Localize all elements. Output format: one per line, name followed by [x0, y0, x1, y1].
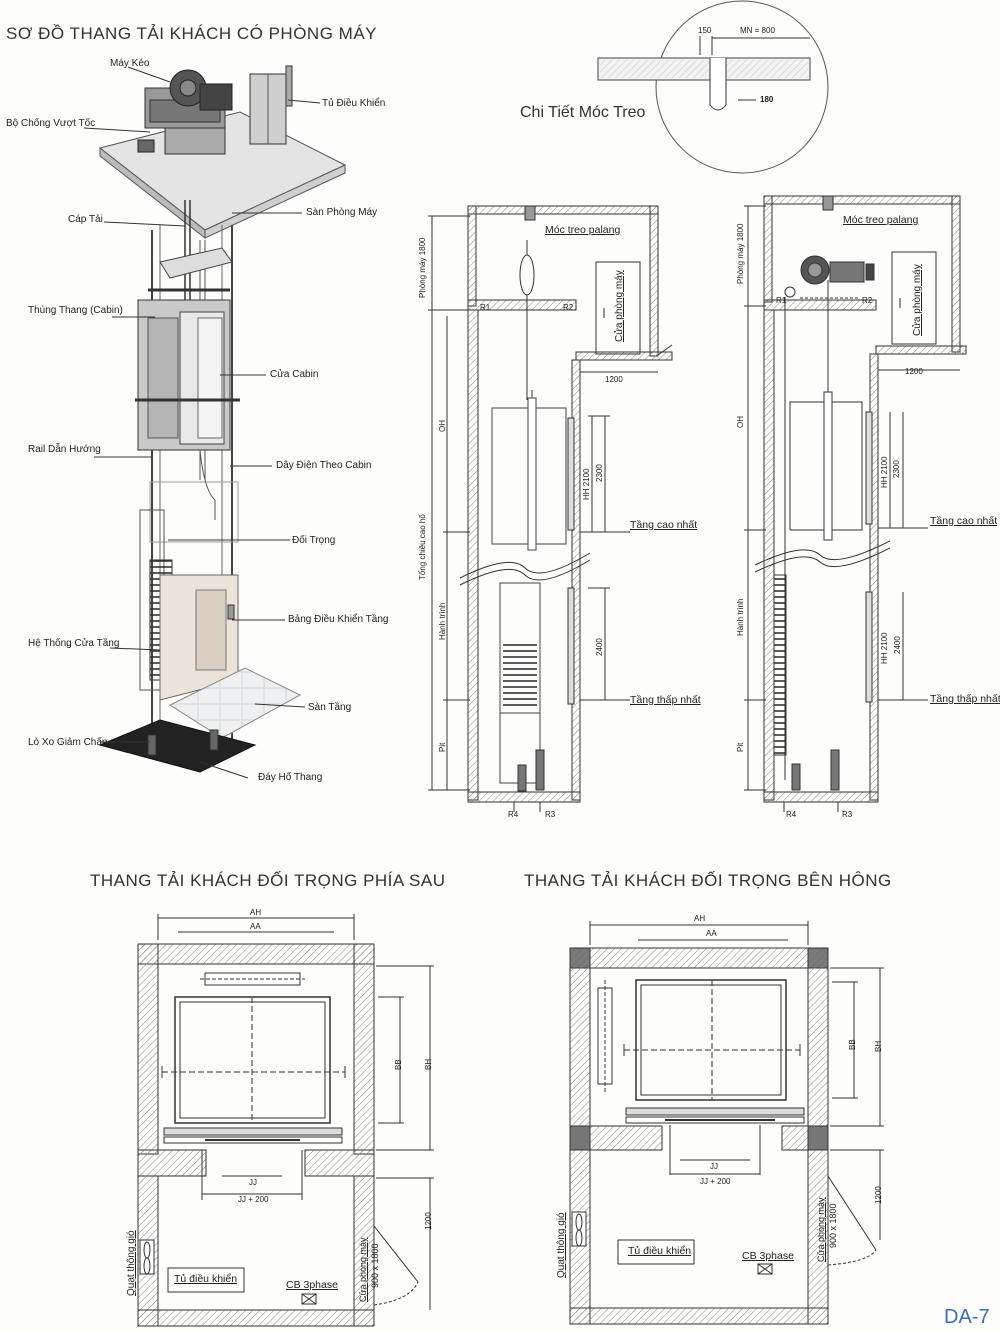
p1-quat: Quạt thông gió	[126, 1230, 137, 1296]
p1-jj200: JJ + 200	[238, 1195, 269, 1204]
hook-dim-150: 150	[698, 26, 712, 35]
p1-tu-dieu-khien: Tủ điều khiển	[174, 1273, 238, 1285]
label-rail-dan-huong: Rail Dẫn Hướng	[28, 444, 101, 455]
section-rear-counterweight	[428, 205, 673, 812]
p2-cua-pm: Cửa phòng máy	[816, 1197, 826, 1262]
hook-dim-mn: MN = 800	[740, 26, 775, 35]
p2-cua-pm-size: 900 x 1800	[828, 1203, 838, 1248]
section-side-counterweight	[744, 195, 967, 812]
label-he-thong-cua-tang: Hệ Thống Cửa Tầng	[28, 638, 120, 649]
s1-oh: OH	[438, 420, 447, 432]
s1-tang-thap-nhat: Tầng thấp nhất	[630, 694, 701, 706]
p1-1200: 1200	[424, 1212, 433, 1230]
p2-ah: AH	[694, 914, 706, 923]
hook-detail-drawing	[597, 0, 829, 174]
p2-jj200: JJ + 200	[700, 1177, 731, 1186]
s1-pit: Pit	[438, 742, 447, 752]
p1-bb: BB	[394, 1059, 403, 1070]
plan-side-counterweight	[569, 921, 884, 1325]
label-day-ho: Đáy Hố Thang	[258, 772, 323, 783]
s2-r2: R2	[862, 296, 873, 305]
s2-d2400: 2400	[893, 636, 902, 654]
s2-r4: R4	[786, 810, 797, 819]
plan-rear-title: THANG TẢI KHÁCH ĐỐI TRỌNG PHÍA SAU	[90, 871, 446, 890]
s2-phong-may: Phòng máy 1800	[736, 223, 745, 285]
s2-oh: OH	[736, 416, 745, 428]
s2-r3: R3	[842, 810, 853, 819]
s2-hh2100-top: HH 2100	[880, 456, 889, 488]
p2-cb: CB 3phase	[742, 1250, 794, 1262]
main-title: SƠ ĐỒ THANG TẢI KHÁCH CÓ PHÒNG MÁY	[6, 24, 377, 43]
s2-cua-phong-may: Cửa phòng máy	[912, 264, 923, 336]
p2-1200: 1200	[874, 1186, 883, 1204]
p1-jj: JJ	[249, 1178, 257, 1187]
p2-bb: BB	[848, 1039, 857, 1050]
label-thung-thang: Thùng Thang (Cabin)	[28, 305, 123, 316]
s2-hanh-trinh: Hành trình	[736, 598, 745, 636]
s1-r4: R4	[508, 810, 519, 819]
iso-leader-lines	[83, 66, 321, 779]
label-cap-tai: Cáp Tải	[68, 214, 103, 225]
label-lo-xo: Lò Xo Giảm Chấn	[28, 737, 108, 748]
p1-ah: AH	[250, 908, 262, 917]
p1-aa: AA	[250, 922, 261, 931]
hook-dim-180: 180	[760, 95, 774, 104]
plan-rear-counterweight	[137, 914, 434, 1327]
page-code-badge: DA-7	[944, 1306, 990, 1328]
p1-cua-pm: Cửa phòng máy	[358, 1237, 368, 1302]
s1-hanh-trinh: Hành trình	[438, 602, 447, 640]
p2-tu-dieu-khien: Tủ điều khiển	[628, 1245, 692, 1257]
p1-cb: CB 3phase	[286, 1279, 338, 1291]
s1-r3: R3	[545, 810, 556, 819]
s2-r1: R1	[776, 296, 787, 305]
s1-d2300: 2300	[595, 464, 604, 482]
p1-bh: BH	[424, 1058, 433, 1070]
s1-d1200: 1200	[605, 375, 623, 384]
s1-r2: R2	[563, 303, 574, 312]
s2-hh2100-bottom: HH 2100	[880, 632, 889, 664]
label-may-keo: Máy Kéo	[110, 58, 150, 69]
label-tu-dieu-khien: Tủ Điều Khiển	[322, 98, 386, 109]
p1-cua-pm-size: 900 x 1800	[370, 1243, 380, 1288]
p2-bh: BH	[874, 1040, 883, 1052]
label-san-phong-may: Sàn Phòng Máy	[306, 207, 378, 218]
p2-jj: JJ	[710, 1162, 718, 1171]
s2-d2300: 2300	[892, 460, 901, 478]
s2-moc-treo: Móc treo palang	[843, 214, 919, 226]
s2-tang-thap-nhat: Tầng thấp nhất	[930, 693, 1000, 705]
s1-moc-treo: Móc treo palang	[545, 224, 621, 236]
label-day-dien: Dây Điện Theo Cabin	[276, 460, 372, 471]
plan-side-title: THANG TẢI KHÁCH ĐỐI TRỌNG BÊN HÔNG	[524, 871, 892, 890]
s1-phong-may: Phòng máy 1800	[418, 237, 427, 299]
iso-elevator-illustration	[98, 65, 347, 773]
label-san-tang: Sàn Tầng	[308, 702, 352, 713]
label-bo-chong-vuot-toc: Bộ Chống Vượt Tốc	[6, 118, 96, 129]
s2-tang-cao-nhat: Tầng cao nhất	[930, 515, 998, 527]
s1-r1: R1	[480, 303, 491, 312]
label-bang-dieu-khien: Bảng Điều Khiển Tầng	[288, 614, 389, 625]
s2-d1200: 1200	[905, 367, 923, 376]
label-doi-trong: Đối Trọng	[292, 535, 336, 546]
label-cua-cabin: Cửa Cabin	[270, 369, 319, 380]
s1-tong-chieu-cao: Tổng chiều cao hố	[418, 514, 427, 580]
p2-quat: Quạt thông gió	[556, 1212, 567, 1278]
s1-tang-cao-nhat: Tầng cao nhất	[630, 519, 698, 531]
s1-hh2100: HH 2100	[582, 468, 591, 500]
hook-detail-title: Chi Tiết Móc Treo	[520, 104, 646, 121]
s2-pit: Pit	[736, 742, 745, 752]
p2-aa: AA	[706, 929, 717, 938]
s1-cua-phong-may: Cửa phòng máy	[614, 270, 625, 342]
s1-d2400: 2400	[595, 638, 604, 656]
